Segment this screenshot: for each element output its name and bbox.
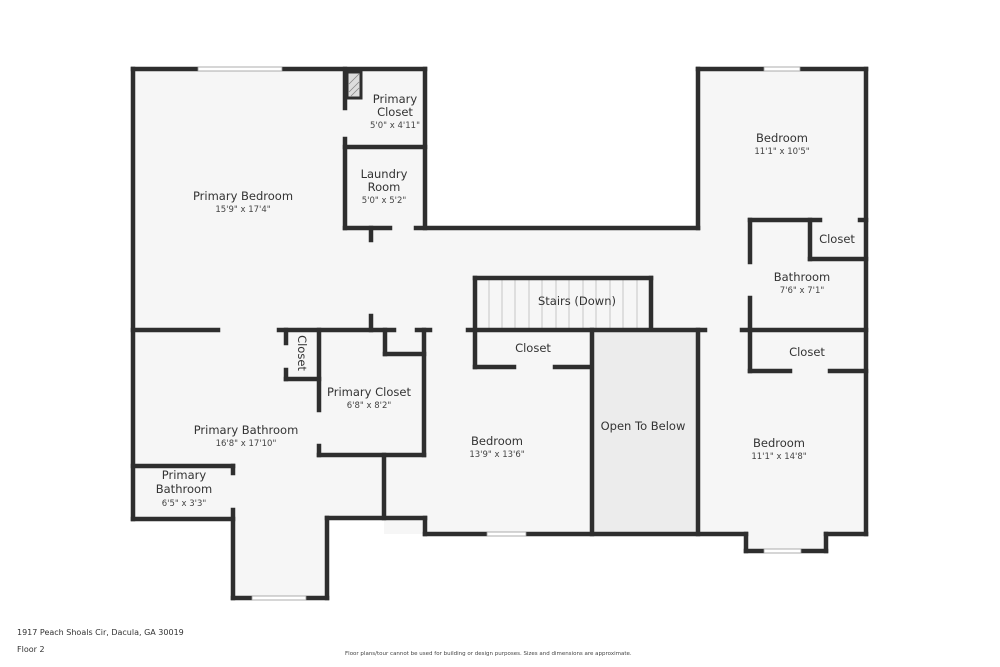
stairs-treads — [488, 280, 638, 328]
room-name: Laundry — [361, 167, 408, 181]
room-name: Primary Bathroom — [194, 423, 299, 437]
room-primary-closet: Primary Closet 6'8" x 8'2" — [327, 385, 411, 411]
room-stairs: Stairs (Down) — [538, 294, 616, 308]
room-dimensions: 6'8" x 8'2" — [347, 401, 392, 411]
room-closet-bath: Closet — [295, 335, 309, 371]
room-dimensions: 5'0" x 4'11" — [370, 121, 420, 131]
walls — [130, 66, 869, 601]
room-dimensions: 16'8" x 17'10" — [216, 439, 277, 449]
hatched-shaft-icon — [345, 70, 363, 100]
room-dimensions: 6'5" x 3'3" — [162, 499, 207, 509]
room-dimensions: 11'1" x 10'5" — [754, 147, 809, 157]
room-name: Bedroom — [471, 434, 523, 448]
room-name: Open To Below — [601, 419, 686, 433]
room-name: Primary Closet — [327, 385, 411, 399]
room-name: Closet — [515, 341, 551, 355]
room-primary-bedroom: Primary Bedroom 15'9" x 17'4" — [193, 189, 293, 215]
room-name: Bathroom — [774, 270, 830, 284]
room-primary-bathroom: Primary Bathroom 16'8" x 17'10" — [194, 423, 299, 449]
room-dimensions: 15'9" x 17'4" — [215, 205, 270, 215]
hatch-lines — [348, 73, 360, 97]
room-bedroom-ne: Bedroom 11'1" x 10'5" — [754, 131, 809, 157]
open-to-below-area — [594, 331, 698, 533]
room-name: Closet — [295, 335, 309, 371]
room-name: Room — [368, 180, 401, 194]
room-closet-se: Closet — [789, 345, 825, 359]
room-open-to-below: Open To Below — [601, 419, 686, 433]
room-dimensions: 7'6" x 7'1" — [780, 286, 825, 296]
room-name: Bedroom — [756, 131, 808, 145]
floor-fills — [133, 69, 867, 598]
room-name: Closet — [819, 232, 855, 246]
room-name: Primary — [373, 92, 418, 106]
room-name: Bathroom — [156, 482, 212, 496]
floor-label: Floor 2 — [17, 645, 45, 654]
room-name: Primary Bedroom — [193, 189, 293, 203]
disclaimer: Floor plans/tour cannot be used for buil… — [345, 651, 632, 657]
room-closet-ne: Closet — [819, 232, 855, 246]
room-bedroom-mid: Bedroom 13'9" x 13'6" — [469, 434, 524, 460]
room-name: Closet — [377, 105, 413, 119]
room-name: Primary — [162, 468, 207, 482]
room-name: Bedroom — [753, 436, 805, 450]
room-name: Stairs (Down) — [538, 294, 616, 308]
windows — [197, 66, 802, 601]
room-dimensions: 5'0" x 5'2" — [362, 196, 407, 206]
room-closet-mid: Closet — [515, 341, 551, 355]
property-address: 1917 Peach Shoals Cir, Dacula, GA 30019 — [17, 628, 184, 637]
room-bedroom-se: Bedroom 11'1" x 14'8" — [751, 436, 806, 462]
room-dimensions: 13'9" x 13'6" — [469, 450, 524, 460]
room-bathroom: Bathroom 7'6" x 7'1" — [774, 270, 830, 296]
room-name: Closet — [789, 345, 825, 359]
room-dimensions: 11'1" x 14'8" — [751, 452, 806, 462]
